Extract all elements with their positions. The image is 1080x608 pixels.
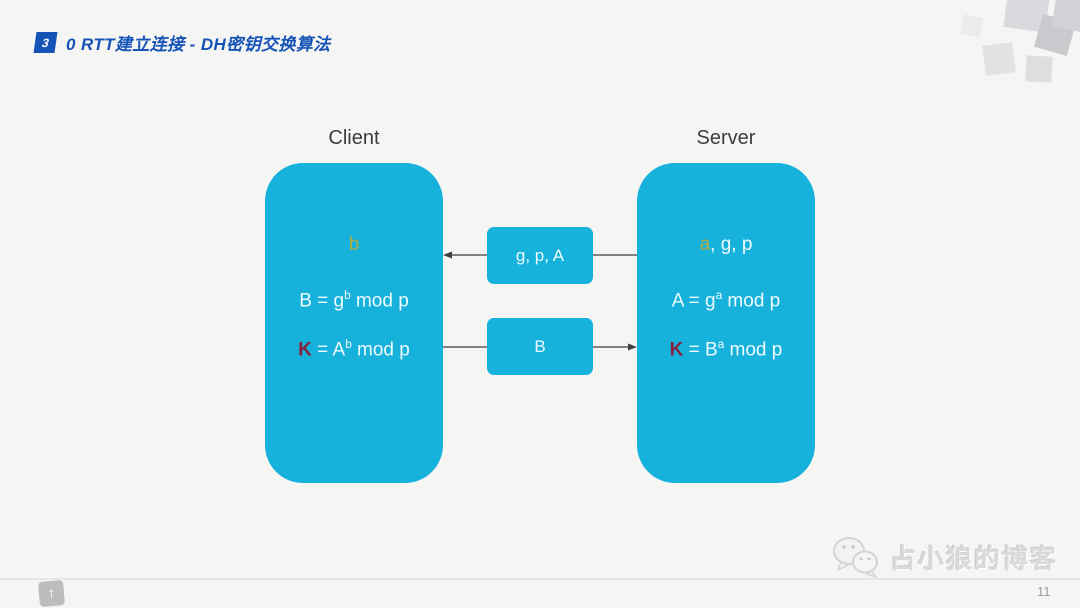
formula-segment: , g, p bbox=[710, 234, 753, 255]
header: 3 0 RTT建立连接 - DH密钥交换算法 bbox=[33, 30, 331, 55]
client-box: b B = gb mod p K = Ab mod p bbox=[265, 163, 443, 483]
shared-key-var: K bbox=[298, 339, 312, 361]
watermark-text: 占小狼的博客 bbox=[890, 543, 1059, 574]
server-shared-secret-formula: K = Ba mod p bbox=[637, 332, 815, 363]
watermark: 占小狼的博客 bbox=[828, 534, 1058, 580]
formula-segment: mod p bbox=[722, 290, 781, 312]
private-key-var: a bbox=[699, 234, 711, 255]
slide-title: 0 RTT建立连接 - DH密钥交换算法 bbox=[66, 35, 331, 54]
client-private-key: b bbox=[265, 232, 443, 258]
server-known-values: a, g, p bbox=[637, 232, 815, 258]
server-label: Server bbox=[696, 127, 756, 149]
formula-segment: A = g bbox=[671, 290, 716, 312]
formula-segment: mod p bbox=[351, 339, 410, 361]
back-to-top-button[interactable]: ↑ bbox=[37, 579, 66, 608]
formula-superscript: a bbox=[717, 338, 725, 351]
shared-key-var: K bbox=[669, 339, 684, 361]
formula-superscript: b bbox=[345, 338, 352, 351]
private-key-var: b bbox=[348, 234, 360, 255]
message-box-gpa: g, p, A bbox=[487, 227, 593, 284]
client-shared-secret-formula: K = Ab mod p bbox=[265, 332, 443, 363]
formula-superscript: a bbox=[715, 289, 723, 302]
formula-segment: = A bbox=[311, 339, 346, 361]
server-public-formula: A = ga mod p bbox=[637, 283, 815, 314]
footer-divider bbox=[0, 578, 1080, 580]
corner-squares-decoration bbox=[950, 0, 1080, 100]
section-number-badge: 3 bbox=[33, 32, 58, 53]
client-label: Client bbox=[328, 127, 380, 149]
formula-superscript: b bbox=[344, 289, 351, 302]
wechat-icon bbox=[833, 537, 878, 579]
up-arrow-icon: ↑ bbox=[47, 584, 56, 603]
deco-square bbox=[1025, 55, 1053, 83]
formula-segment: B = g bbox=[299, 290, 345, 312]
message-box-b: B bbox=[487, 318, 593, 375]
formula-segment: = B bbox=[683, 339, 718, 361]
formula-segment: mod p bbox=[724, 339, 783, 361]
formula-segment: mod p bbox=[350, 290, 409, 312]
page-number: 11 bbox=[1037, 584, 1051, 599]
deco-square bbox=[982, 42, 1016, 76]
deco-square bbox=[960, 14, 984, 38]
client-public-formula: B = gb mod p bbox=[265, 283, 443, 314]
server-box: a, g, p A = ga mod p K = Ba mod p bbox=[637, 163, 815, 483]
